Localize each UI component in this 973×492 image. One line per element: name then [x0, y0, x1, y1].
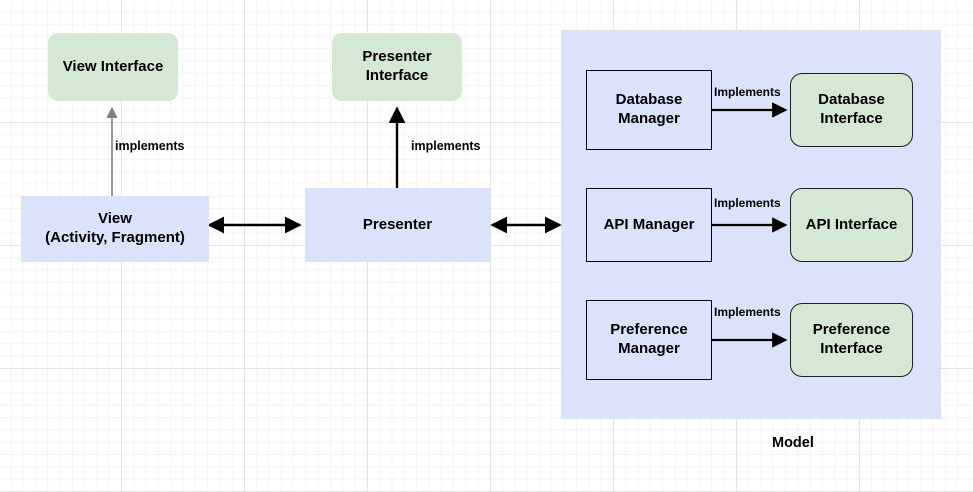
node-presenter-interface-label: Presenter Interface: [362, 48, 432, 84]
node-database-manager[interactable]: Database Manager: [586, 70, 712, 150]
node-preference-manager[interactable]: Preference Manager: [586, 300, 712, 380]
edge-label-presenter-implements: implements: [411, 139, 481, 153]
node-api-interface[interactable]: API Interface: [790, 188, 913, 262]
node-preference-manager-label-line2: Manager: [618, 340, 680, 357]
edge-label-database-implements: Implements: [714, 85, 781, 99]
node-api-interface-label: API Interface: [805, 215, 898, 233]
edge-label-preference-implements: Implements: [714, 305, 781, 319]
node-view[interactable]: View (Activity, Fragment): [21, 196, 209, 262]
node-presenter-interface[interactable]: Presenter Interface: [332, 33, 462, 101]
node-preference-interface-label-line1: Preference: [812, 321, 891, 339]
node-view-interface-label: View Interface: [62, 57, 164, 75]
node-database-interface[interactable]: Database Interface: [790, 73, 913, 147]
node-view-label-line1: View: [98, 210, 132, 228]
node-api-manager-label: API Manager: [603, 215, 695, 233]
node-api-manager[interactable]: API Manager: [586, 188, 712, 262]
edge-label-view-implements: implements: [115, 139, 185, 153]
node-preference-interface[interactable]: Preference Interface: [790, 303, 913, 377]
model-caption: Model: [772, 435, 814, 451]
node-database-manager-label-line2: Manager: [618, 110, 680, 127]
edge-label-api-implements: Implements: [714, 196, 781, 210]
node-presenter-label: Presenter: [362, 215, 433, 233]
node-database-interface-label-line2: Interface: [820, 110, 883, 127]
node-preference-interface-label-line2: Interface: [820, 340, 883, 357]
node-presenter[interactable]: Presenter: [305, 188, 490, 262]
node-database-interface-label-line1: Database: [818, 91, 885, 109]
node-database-manager-label-line1: Database: [615, 91, 683, 109]
node-view-interface[interactable]: View Interface: [48, 33, 178, 101]
node-view-label-line2: (Activity, Fragment): [45, 229, 185, 246]
node-preference-manager-label-line1: Preference: [610, 321, 688, 339]
